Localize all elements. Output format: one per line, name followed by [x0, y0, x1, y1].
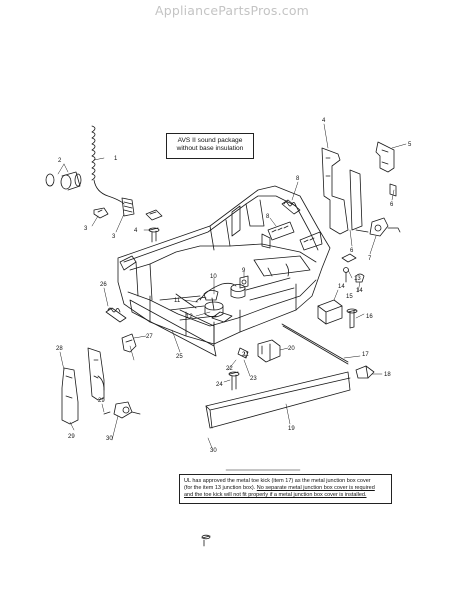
callout-19: 25 [176, 354, 183, 360]
leader-lines [57, 123, 407, 471]
callout-6-left: 30 [106, 436, 113, 442]
note-ul-line2a: (for the item 13 junction box). [184, 485, 257, 491]
callout-labels: 1 2 3 3 4 4 5 6 6 7 8 8 9 10 11 12 13 14… [56, 118, 412, 454]
note-avs-line1: AVS II sound package [177, 137, 243, 144]
note-ul-toe-kick: UL has approved the metal toe kick (item… [179, 474, 392, 504]
note-avs-line2: without base insulation [176, 145, 244, 152]
callout-25: 3 [84, 226, 88, 232]
callout-3-left: 26 [100, 282, 107, 288]
callout-30-mid: 21 [242, 352, 249, 358]
callout-16: 18 [384, 372, 391, 378]
watermark: AppliancePartsPros.com [154, 3, 310, 18]
callout-8-mid: 22 [226, 366, 233, 372]
callout-20: 29 [68, 434, 75, 440]
callout-29-right: 14 [356, 288, 363, 294]
callout-5: 6 [350, 248, 354, 254]
callout-4-left: 29 [98, 398, 105, 404]
callout-30-right: 13 [354, 276, 361, 282]
callout-6-right: 7 [368, 256, 372, 262]
callout-7: 8 [266, 214, 270, 220]
callout-8-right: 14 [338, 284, 345, 290]
note-ul-line2: (for the item 13 junction box). No separ… [184, 485, 387, 492]
callout-22: 27 [146, 334, 153, 340]
callout-3-upper: 8 [296, 176, 300, 182]
note-ul-line3: and the toe kick will not fit properly i… [184, 492, 367, 498]
callout-11: 11 [174, 298, 181, 304]
callout-26: 1 [114, 156, 118, 162]
callout-14-mid: 24 [216, 382, 223, 388]
inner-parts [195, 275, 249, 311]
upper-left-parts [45, 125, 163, 221]
note-ul-line2b: No separate metal junction box cover is … [256, 485, 375, 491]
side-rail-left [129, 299, 217, 357]
callout-1: 4 [322, 118, 326, 124]
callout-15: 17 [362, 352, 369, 358]
callout-21: 28 [56, 346, 63, 352]
junction-box [317, 299, 343, 325]
leveler [237, 339, 281, 363]
toe-kick [205, 371, 351, 429]
note-ul-line1: UL has approved the metal toe kick (item… [184, 478, 371, 484]
callout-13: 15 [346, 294, 353, 300]
callout-14-right: 16 [366, 314, 373, 320]
left-bracket [61, 307, 141, 425]
callout-4-right: 6 [390, 202, 394, 208]
screws [148, 227, 358, 547]
base-frame [117, 185, 331, 345]
callout-2: 5 [408, 142, 412, 148]
rod-and-foot [281, 323, 375, 379]
callout-9: 9 [242, 268, 246, 274]
clips-right [341, 253, 365, 283]
callout-24: 3 [112, 234, 116, 240]
callout-17: 19 [288, 426, 295, 432]
note-avs-sound-package: AVS II sound package without base insula… [166, 133, 254, 159]
callout-27: 2 [58, 158, 62, 164]
terminal-blocks [261, 221, 323, 251]
callout-18: 20 [288, 346, 295, 352]
callout-12: 12 [186, 314, 193, 320]
callout-23: 4 [134, 228, 138, 234]
right-brackets [321, 141, 401, 237]
callout-28: 30 [210, 448, 217, 454]
callout-29-mid: 23 [250, 376, 257, 382]
spring-upper [281, 199, 301, 215]
callout-10: 10 [210, 274, 217, 280]
